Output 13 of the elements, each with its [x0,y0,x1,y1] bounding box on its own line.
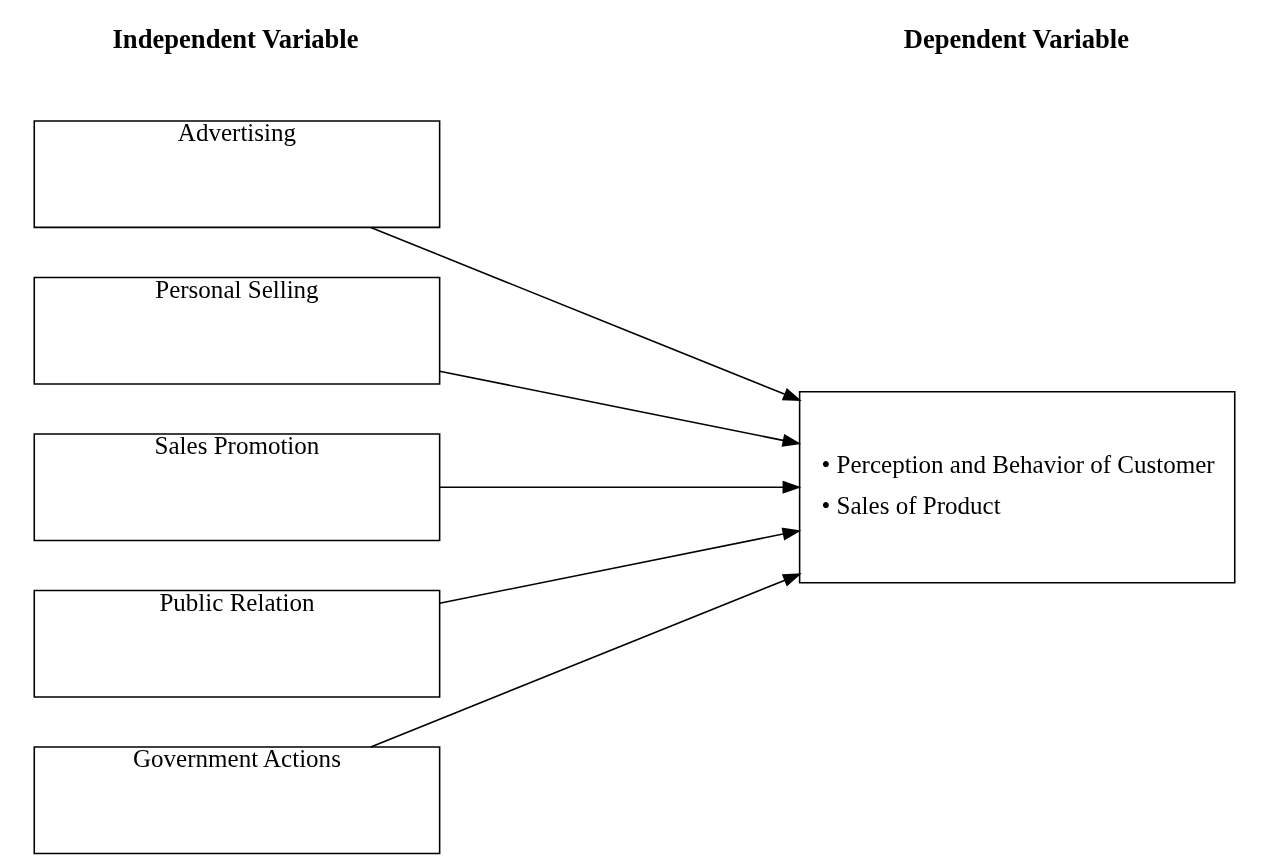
arrow [438,480,801,494]
label: Independent Variable [112,23,359,54]
arrow [369,573,802,748]
node-box: Public Relation [32,589,440,698]
label: Dependent Variable [903,23,1129,54]
arrow [438,370,801,447]
arrow [438,527,801,604]
arrow [369,226,802,402]
node-box: Government Actions [32,746,440,855]
node-box: Personal Selling [32,276,440,385]
node-box: Sales Promotion [32,433,440,542]
node-box: Advertising [32,120,440,229]
node-box: • Perception and Behavior of Customer • Sales of Product [798,390,1236,584]
